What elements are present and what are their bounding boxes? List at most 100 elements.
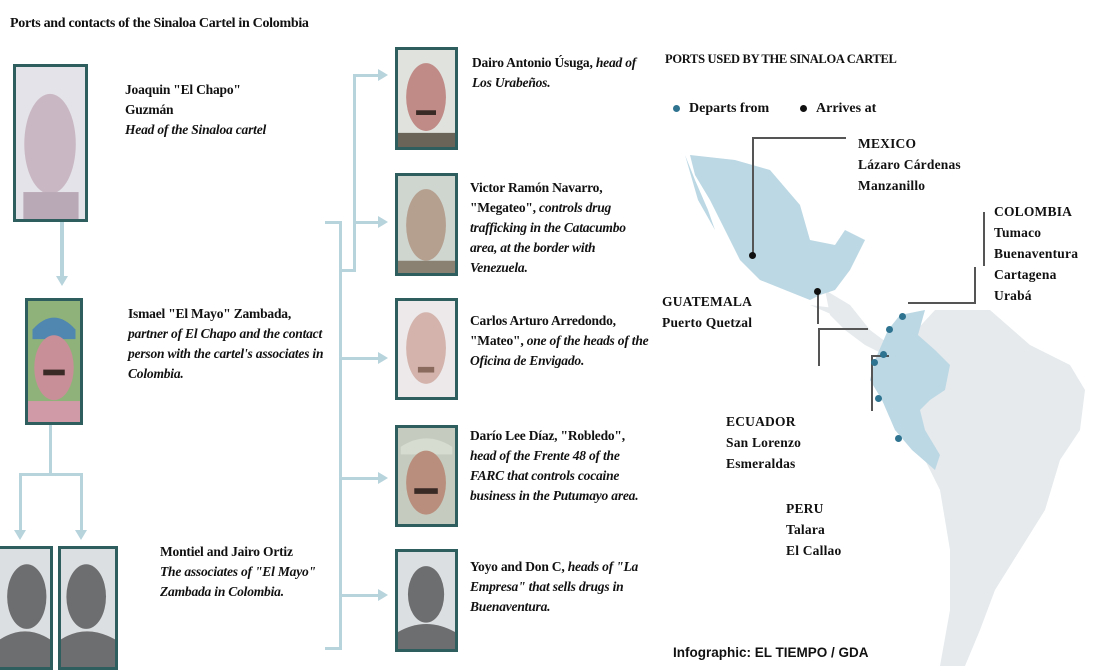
infographic-title: Ports and contacts of the Sinaloa Cartel… bbox=[10, 16, 309, 31]
colombia-ecuador-peru-highlight bbox=[870, 310, 950, 470]
departure-port-marker bbox=[895, 435, 902, 442]
legend-departs-label: Departs from bbox=[689, 101, 770, 116]
mayo-name: Ismael "El Mayo" Zambada, bbox=[128, 306, 291, 321]
mayo-desc: partner of El Chapo and the contact pers… bbox=[128, 326, 324, 381]
chapo-name: Joaquin "El Chapo" Guzmán bbox=[125, 82, 241, 117]
leader-line bbox=[871, 355, 873, 411]
port-name: Buenaventura bbox=[994, 246, 1079, 261]
arrival-port-marker bbox=[814, 288, 821, 295]
contact-caption: Dairo Antonio Úsuga, head of Los Urabeño… bbox=[472, 53, 652, 93]
silhouette-jairo-ortiz bbox=[58, 546, 118, 670]
arrow-right-icon bbox=[378, 69, 388, 81]
departure-port-marker bbox=[886, 326, 893, 333]
connector-line bbox=[19, 473, 83, 476]
country-name: GUATEMALA bbox=[662, 294, 753, 309]
leader-line bbox=[818, 328, 868, 330]
port-name: El Callao bbox=[786, 543, 842, 558]
port-name: Urabá bbox=[994, 288, 1032, 303]
arrow-down-icon bbox=[56, 276, 68, 286]
port-name: Cartagena bbox=[994, 267, 1057, 282]
connector-line bbox=[339, 594, 379, 597]
legend-arrives-label: Arrives at bbox=[816, 101, 877, 116]
port-name: Puerto Quetzal bbox=[662, 315, 753, 330]
label-ecuador: ECUADOR San Lorenzo Esmeraldas bbox=[726, 411, 801, 474]
contact-desc: heads of "La Empresa" that sells drugs i… bbox=[470, 559, 639, 614]
arrival-port-marker bbox=[749, 252, 756, 259]
connector-line bbox=[339, 477, 379, 480]
departure-port-marker bbox=[875, 395, 882, 402]
arrow-right-icon bbox=[378, 589, 388, 601]
port-name: San Lorenzo bbox=[726, 435, 802, 450]
departs-dot-icon bbox=[673, 105, 680, 113]
central-america-land bbox=[825, 290, 890, 355]
south-america-land bbox=[890, 310, 1085, 666]
arrow-down-icon bbox=[75, 530, 87, 540]
silhouette-montiel-ortiz bbox=[0, 546, 53, 670]
contact-name: Dairo Antonio Úsuga, bbox=[472, 55, 593, 70]
connector-line bbox=[353, 74, 356, 272]
ortiz-name: Montiel and Jairo Ortiz bbox=[160, 544, 293, 559]
photo-mayo bbox=[25, 298, 83, 425]
chapo-caption: Joaquin "El Chapo" Guzmán Head of the Si… bbox=[125, 80, 275, 140]
photo-chapo bbox=[13, 64, 88, 222]
label-mexico: MEXICO Lázaro Cárdenas Manzanillo bbox=[858, 133, 961, 196]
connector-line bbox=[339, 221, 342, 649]
leader-line bbox=[752, 138, 754, 256]
label-colombia: COLOMBIA Tumaco Buenaventura Cartagena U… bbox=[994, 201, 1078, 306]
port-name: Talara bbox=[786, 522, 825, 537]
connector-line bbox=[339, 269, 356, 272]
arrow-right-icon bbox=[378, 352, 388, 364]
map-title: PORTS USED BY THE SINALOA CARTEL bbox=[665, 52, 897, 66]
photo-victor-navarro bbox=[395, 173, 458, 276]
silhouette-yoyo-don-c bbox=[395, 549, 458, 652]
contact-caption: Yoyo and Don C, heads of "La Empresa" th… bbox=[470, 557, 650, 617]
mayo-caption: Ismael "El Mayo" Zambada, partner of El … bbox=[128, 304, 328, 384]
photo-carlos-arredondo bbox=[395, 298, 458, 400]
photo-dario-lee-diaz bbox=[395, 425, 458, 527]
country-name: ECUADOR bbox=[726, 414, 796, 429]
arrow-right-icon bbox=[378, 216, 388, 228]
departure-port-marker bbox=[871, 359, 878, 366]
leader-line bbox=[752, 137, 846, 139]
port-name: Lázaro Cárdenas bbox=[858, 157, 961, 172]
arrow-down-icon bbox=[14, 530, 26, 540]
connector-line bbox=[325, 221, 342, 224]
departure-port-marker bbox=[880, 351, 887, 358]
port-name: Manzanillo bbox=[858, 178, 926, 193]
contact-caption: Carlos Arturo Arredondo, "Mateo", one of… bbox=[470, 311, 650, 371]
leader-line bbox=[908, 302, 976, 304]
leader-line bbox=[818, 328, 820, 366]
contact-desc: controls drug trafficking in the Catacum… bbox=[470, 200, 626, 275]
connector-line bbox=[353, 74, 379, 77]
contact-name: Victor Ramón Navarro, "Megateo", bbox=[470, 180, 603, 215]
connector-line bbox=[325, 647, 342, 650]
contact-name: Carlos Arturo Arredondo, "Mateo", bbox=[470, 313, 616, 348]
connector-line bbox=[80, 473, 83, 531]
leader-line bbox=[817, 292, 819, 324]
contact-name: Yoyo and Don C, bbox=[470, 559, 565, 574]
arrives-dot-icon bbox=[800, 105, 807, 113]
leader-line bbox=[974, 267, 976, 303]
ortiz-desc: The associates of "El Mayo" Zambada in C… bbox=[160, 564, 316, 599]
connector-line bbox=[49, 425, 52, 475]
port-name: Tumaco bbox=[994, 225, 1042, 240]
country-name: PERU bbox=[786, 501, 824, 516]
contact-desc: head of Los Urabeños. bbox=[472, 55, 637, 90]
chapo-desc: Head of the Sinaloa cartel bbox=[125, 122, 267, 137]
leader-line bbox=[983, 212, 985, 266]
photo-dairo-usuga bbox=[395, 47, 458, 150]
contact-caption: Darío Lee Díaz, "Robledo", head of the F… bbox=[470, 426, 645, 506]
mexico-highlight bbox=[685, 155, 865, 300]
connector-line bbox=[19, 473, 22, 531]
label-peru: PERU Talara El Callao bbox=[786, 498, 841, 561]
connector-line bbox=[60, 222, 64, 278]
connector-line bbox=[353, 221, 379, 224]
label-guatemala: GUATEMALA Puerto Quetzal bbox=[662, 291, 752, 333]
arrow-right-icon bbox=[378, 472, 388, 484]
country-name: COLOMBIA bbox=[994, 204, 1073, 219]
contact-caption: Victor Ramón Navarro, "Megateo", control… bbox=[470, 178, 652, 278]
contact-name: Darío Lee Díaz, "Robledo", bbox=[470, 428, 625, 443]
port-name: Esmeraldas bbox=[726, 456, 796, 471]
connector-line bbox=[339, 357, 379, 360]
contact-desc: head of the Frente 48 of the FARC that c… bbox=[470, 448, 639, 503]
